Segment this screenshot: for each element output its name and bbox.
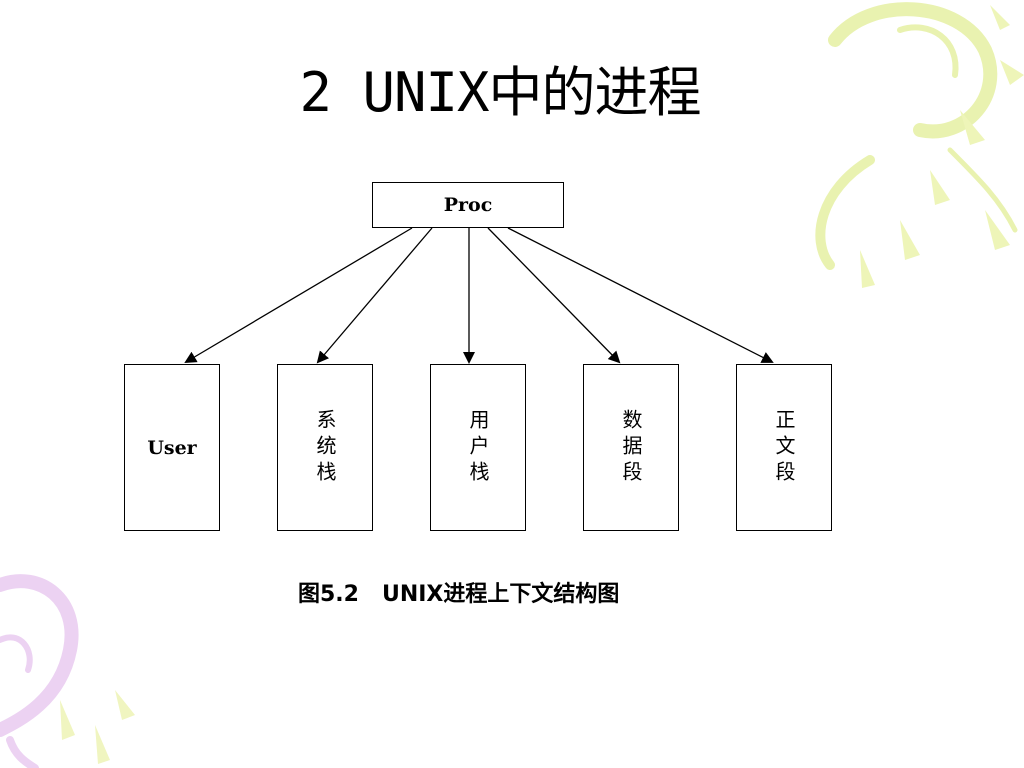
user-label: User	[147, 436, 197, 459]
arrow-to-user	[184, 227, 413, 364]
arrow-to-text-segment	[507, 227, 774, 363]
proc-label: Proc	[443, 194, 493, 216]
system-stack-node: 系统栈	[277, 364, 373, 531]
user-stack-node: 用户栈	[430, 364, 526, 531]
system-stack-label: 系统栈	[313, 408, 337, 487]
data-segment-node: 数据段	[583, 364, 679, 531]
figure-caption: 图5.2 UNIX进程上下文结构图	[298, 582, 620, 607]
slide-title: 2 UNIX中的进程	[299, 61, 701, 124]
text-segment-node: 正文段	[736, 364, 832, 531]
user-node: User	[124, 364, 220, 531]
text-segment-label: 正文段	[772, 408, 796, 487]
user-stack-label: 用户栈	[466, 408, 490, 487]
arrow-to-system-stack	[316, 227, 433, 364]
data-segment-label: 数据段	[619, 408, 643, 487]
proc-node: Proc	[372, 182, 564, 228]
arrow-to-data-segment	[487, 227, 621, 364]
